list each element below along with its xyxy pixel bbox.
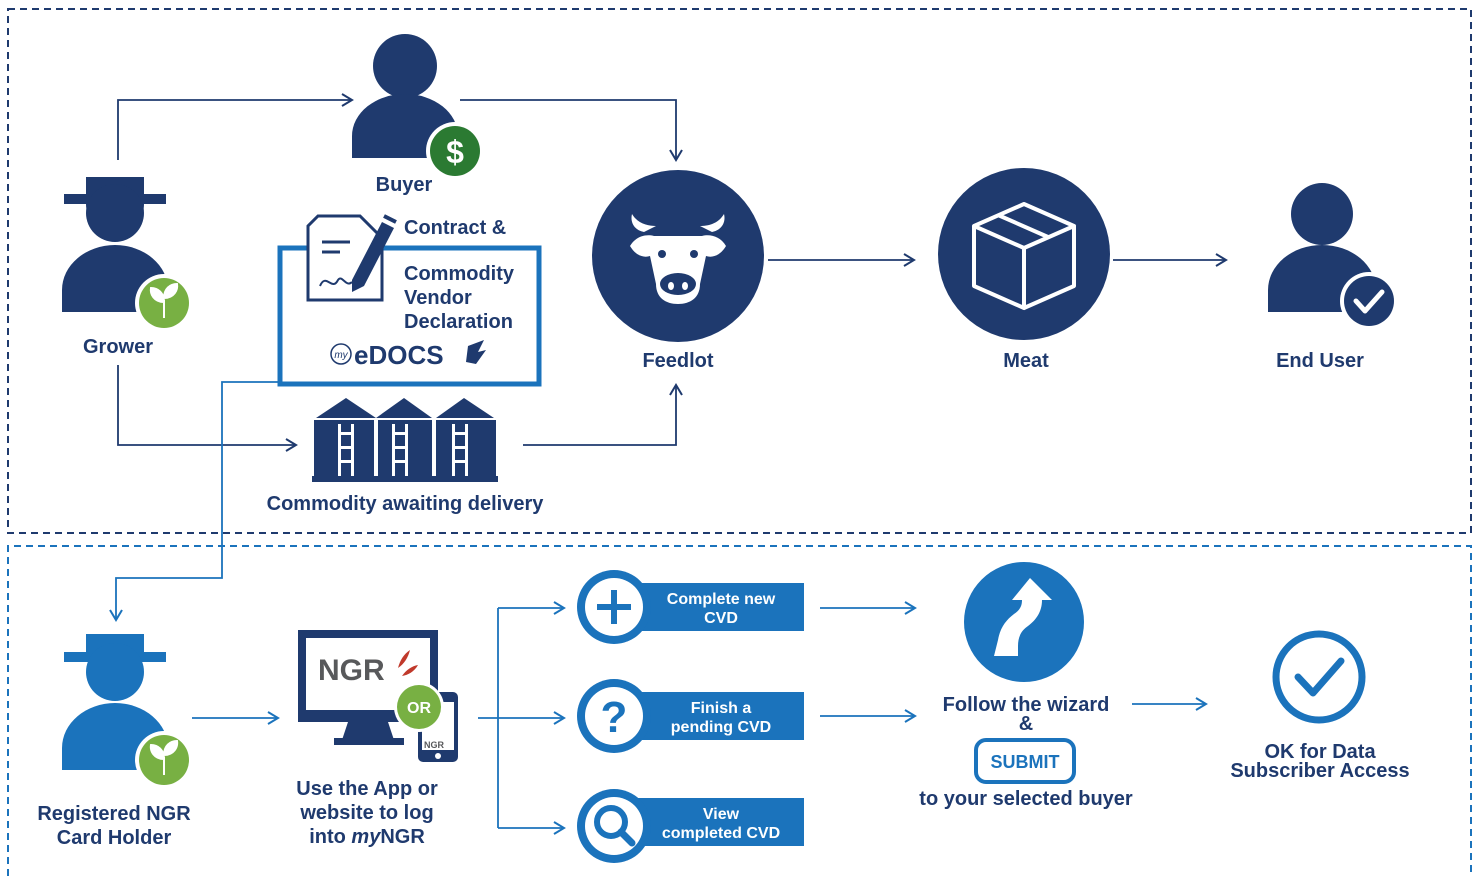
- meat-label: Meat: [1003, 350, 1049, 372]
- plus-icon: [597, 590, 631, 624]
- top-connectors: [117, 93, 1228, 452]
- wizard-label-3: to your selected buyer: [919, 788, 1133, 810]
- ok-label-1: OK for Data: [1264, 741, 1376, 763]
- dollar-icon: $: [426, 122, 484, 180]
- sprout-icon: [135, 731, 193, 789]
- contract-label-1: Contract &: [404, 217, 506, 239]
- computer-icon[interactable]: NGR: [298, 630, 438, 745]
- opt2-label-1: Finish a: [691, 700, 752, 717]
- or-badge: OR: [394, 682, 444, 732]
- cow-icon: [592, 170, 764, 342]
- contract-icon: [306, 214, 397, 302]
- check-badge-icon: [1340, 272, 1398, 330]
- sprout-icon: [135, 274, 193, 332]
- grower-label: Grower: [83, 336, 153, 358]
- magnify-icon: [594, 805, 636, 847]
- card-holder-label-1: Registered NGR: [37, 803, 191, 825]
- view-completed-cvd-button[interactable]: View completed CVD: [577, 789, 804, 863]
- opt1-label-2: CVD: [704, 610, 738, 627]
- submit-button[interactable]: SUBMIT: [974, 738, 1076, 784]
- opt1-label-1: Complete new: [667, 591, 776, 608]
- opt3-label-2: completed CVD: [662, 825, 780, 842]
- svg-text:$: $: [446, 134, 464, 170]
- wizard-label-1: Follow the wizard: [943, 694, 1110, 716]
- ok-label-2: Subscriber Access: [1230, 760, 1409, 782]
- contract-label-2: Commodity: [404, 263, 515, 285]
- ngr-logo: NGR: [318, 654, 385, 687]
- edocs-logo: my eDOCS: [330, 340, 486, 370]
- bottom-connectors: [192, 601, 1208, 835]
- finish-pending-cvd-button[interactable]: ? Finish a pending CVD: [577, 679, 804, 753]
- box-icon: [938, 168, 1110, 340]
- edocs-to-holder-connector: [109, 381, 280, 622]
- silos-icon: [312, 398, 498, 482]
- opt2-label-2: pending CVD: [671, 719, 771, 736]
- complete-new-cvd-button[interactable]: Complete new CVD: [577, 570, 804, 644]
- contract-label-3: Vendor: [404, 287, 472, 309]
- grower-icon: [62, 177, 168, 312]
- check-circle-icon: [1272, 630, 1366, 724]
- svg-text:eDOCS: eDOCS: [354, 340, 444, 370]
- app-label-3: into myNGR: [309, 826, 425, 848]
- end-user-label: End User: [1276, 350, 1364, 372]
- opt3-label-1: View: [703, 806, 740, 823]
- bottom-section-frame: [7, 545, 1472, 876]
- buyer-label: Buyer: [376, 174, 433, 196]
- contract-label-4: Declaration: [404, 311, 513, 333]
- svg-text:my: my: [334, 350, 348, 361]
- svg-text:OR: OR: [407, 700, 431, 717]
- app-label-2: website to log: [299, 802, 433, 824]
- top-section-frame: [7, 8, 1472, 534]
- svg-text:SUBMIT: SUBMIT: [991, 752, 1060, 772]
- feedlot-label: Feedlot: [642, 350, 713, 372]
- question-icon: ?: [601, 693, 628, 742]
- turn-arrow-icon: [964, 562, 1084, 682]
- wizard-amp: &: [1019, 713, 1033, 735]
- card-holder-label-2: Card Holder: [57, 827, 172, 849]
- commodity-label: Commodity awaiting delivery: [267, 493, 545, 515]
- app-label-1: Use the App or: [296, 778, 438, 800]
- ngr-small-logo: NGR: [424, 740, 445, 750]
